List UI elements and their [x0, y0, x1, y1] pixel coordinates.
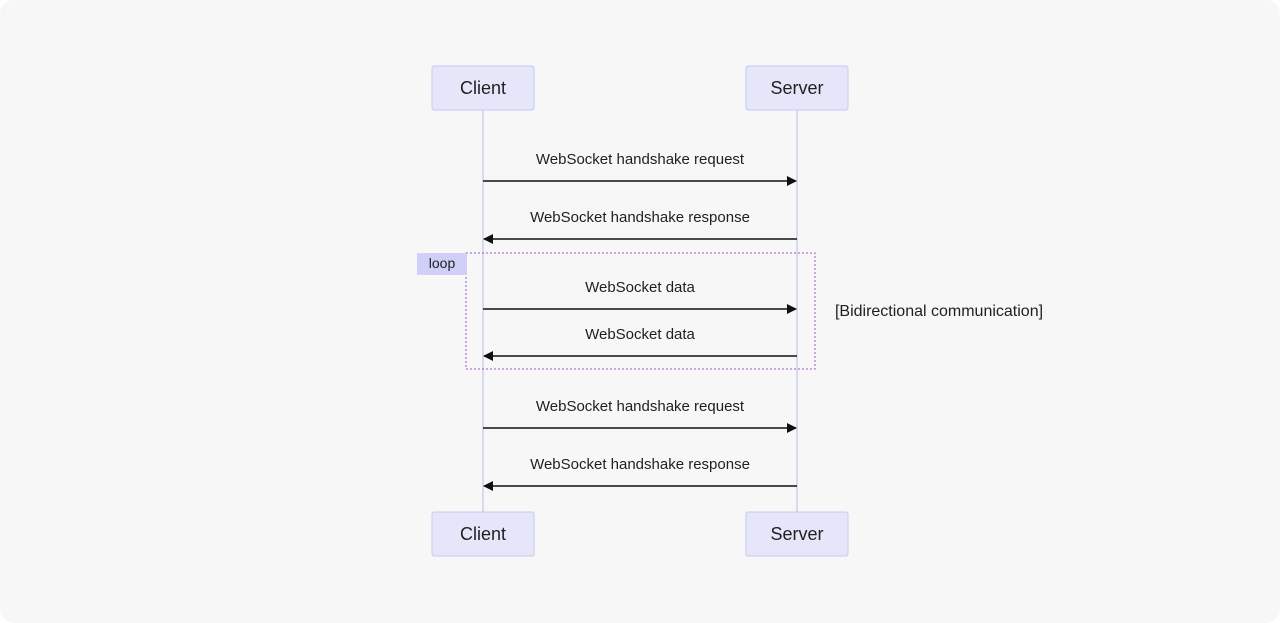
- actor-label-client-bottom: Client: [460, 524, 506, 544]
- actor-box-server-top: [745, 65, 849, 111]
- loop-frame: [465, 252, 816, 370]
- loop-condition: [Bidirectional communication]: [835, 303, 1043, 320]
- actor-label-server-bottom: Server: [770, 524, 823, 544]
- message-label-5: WebSocket handshake response: [530, 456, 750, 473]
- message-label-1: WebSocket handshake response: [530, 209, 750, 226]
- actor-label-server-top: Server: [770, 78, 823, 98]
- actor-box-client-bottom: [431, 511, 535, 557]
- message-label-3: WebSocket data: [585, 326, 695, 343]
- message-label-4: WebSocket handshake request: [536, 398, 745, 415]
- loop-label-box: [417, 253, 467, 275]
- actor-box-server-bottom: [745, 511, 849, 557]
- message-label-2: WebSocket data: [585, 279, 695, 296]
- loop-label: loop: [429, 255, 456, 271]
- actor-label-client-top: Client: [460, 78, 506, 98]
- actor-box-client-top: [431, 65, 535, 111]
- message-label-0: WebSocket handshake request: [536, 151, 745, 168]
